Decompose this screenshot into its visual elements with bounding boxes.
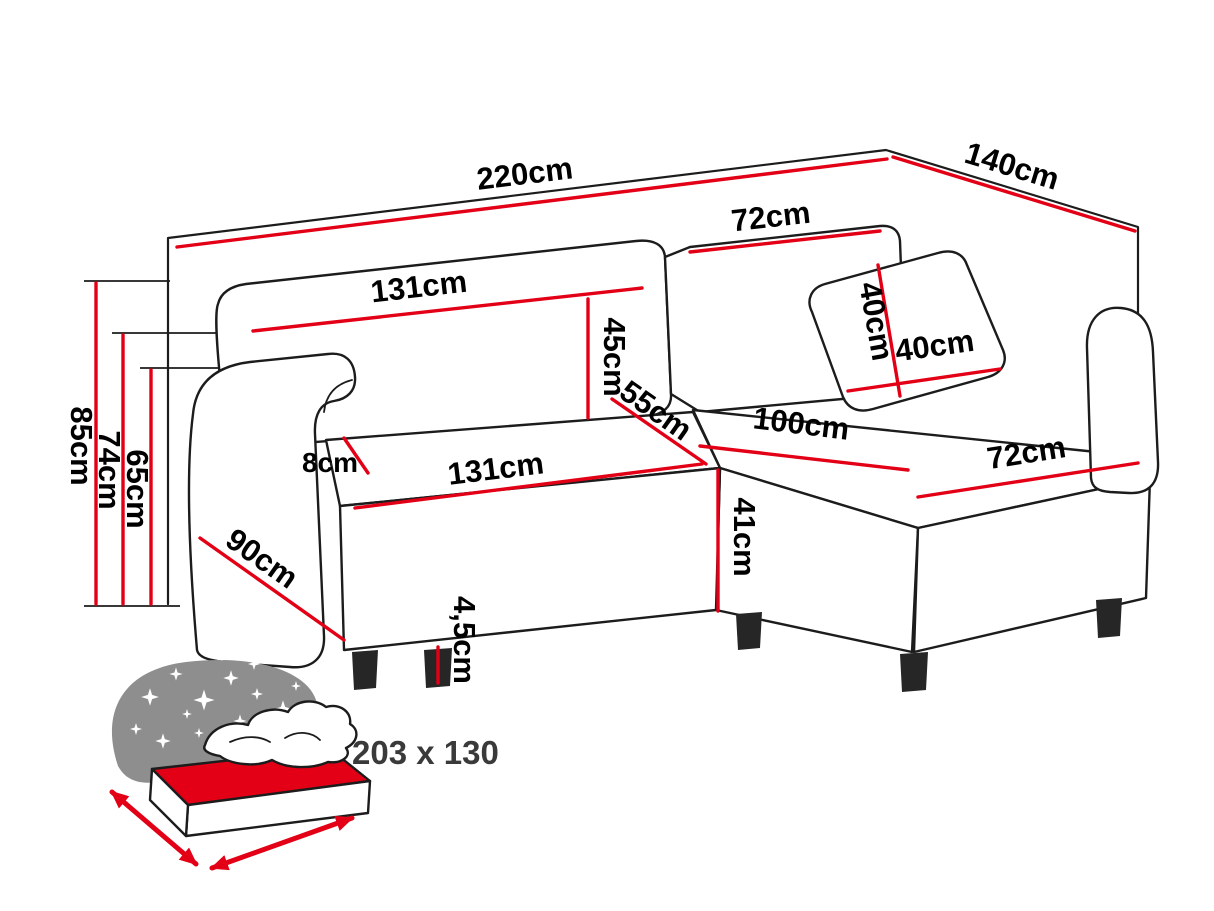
dim-line-armrest-depth <box>198 536 346 642</box>
dim-height-armrest-label: 74cm <box>92 430 127 509</box>
width-arrow <box>209 815 355 871</box>
night-backrest-shape <box>111 659 318 783</box>
left-armrest-crease <box>323 379 353 413</box>
seat-front-shape <box>338 466 722 652</box>
dim-line-pillow-width <box>846 367 1002 393</box>
dim-corner-back-top-label: 72cm <box>729 195 812 239</box>
leg-junction <box>736 612 762 650</box>
dim-line-chaise-width <box>916 461 1140 499</box>
corner-pillow-shape <box>808 250 1006 412</box>
blanket-shape <box>203 700 358 769</box>
dim-line-seat-depth <box>610 397 708 466</box>
length-arrow <box>109 789 199 867</box>
dim-line-total-width <box>175 157 889 249</box>
chaise-side-shape <box>912 476 1152 654</box>
dim-line-corner-back-top <box>688 229 882 254</box>
sofa-drawing <box>187 224 1160 692</box>
dim-line-pillow-height <box>876 263 902 398</box>
dimension-lines <box>94 155 1140 685</box>
dim-line-seat-width <box>353 462 704 510</box>
dim-line-backrest-width <box>251 286 644 333</box>
dim-height-back-label: 85cm <box>64 406 99 485</box>
dim-line-chaise-length <box>698 444 910 472</box>
dim-back-cushion-height-label: 45cm <box>597 317 632 396</box>
leg-front-left <box>352 650 378 690</box>
blanket-fold-line-1 <box>229 736 271 743</box>
dim-seat-front-height-label: 41cm <box>727 497 762 576</box>
leg-chaise-right <box>1096 598 1122 638</box>
sleeping-area-icon: 203 x 130 <box>109 652 499 871</box>
dim-leg-height-label: 4,5cm <box>447 596 482 684</box>
dim-armrest-top-label: 8cm <box>302 447 358 478</box>
right-armrest-shape <box>1085 306 1160 495</box>
leg-chaise-front <box>900 652 928 692</box>
dim-line-total-depth <box>891 155 1137 233</box>
dim-line-armrest-top <box>342 436 370 475</box>
blanket-fold-line-2 <box>284 732 321 741</box>
left-armrest-shape <box>187 352 357 669</box>
dim-height-seat-back-label: 65cm <box>120 449 155 528</box>
sleeping-area-label: 203 x 130 <box>352 734 499 771</box>
